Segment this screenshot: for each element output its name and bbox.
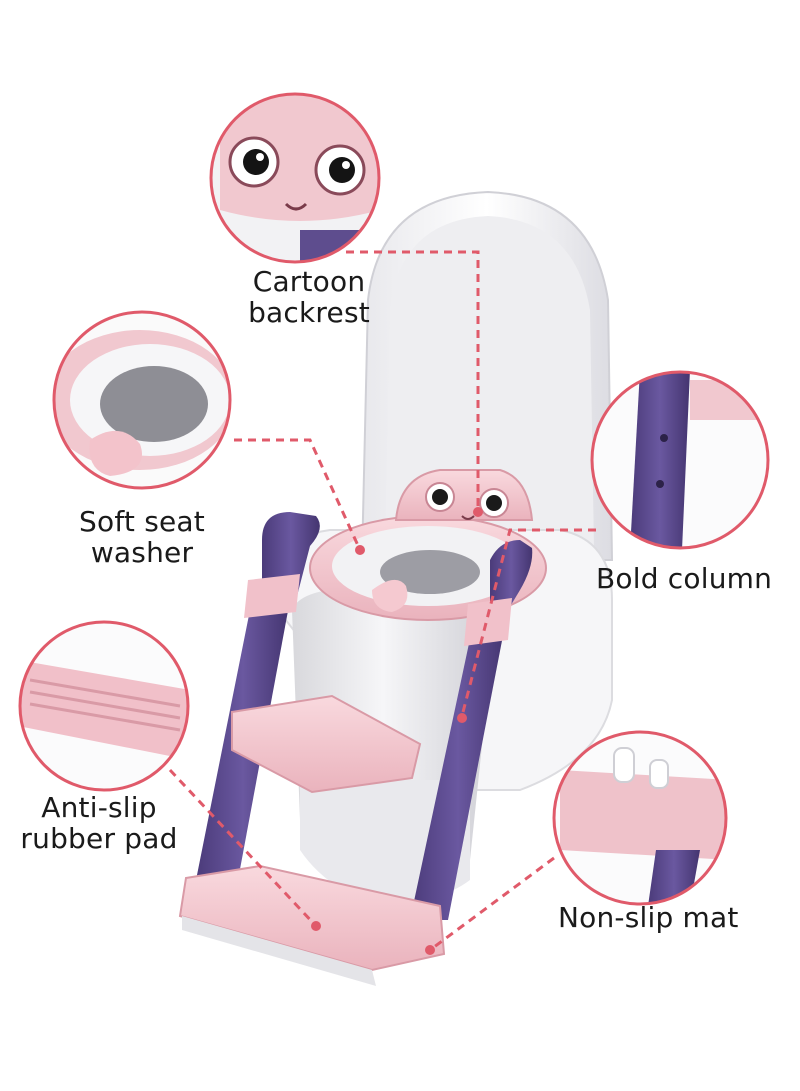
step-ladder [178,512,533,986]
ladder-joint-left [244,574,300,618]
dot-backrest [473,507,483,517]
ladder-rail-right [410,620,506,920]
leader-backrest [346,250,480,510]
seat-hole [380,550,480,594]
detail-circle-washer [52,310,232,490]
callout-dots [311,507,483,955]
label-line: Bold column [596,562,773,595]
leader-mat [429,856,555,952]
label-non-slip-mat: Non-slip mat [558,902,748,933]
label-line: rubber pad [20,822,178,855]
detail-circle-mat [552,730,728,906]
label-line: Non-slip mat [558,901,739,934]
label-line: washer [90,536,194,569]
upper-step [231,694,422,794]
frog-pupil-right [486,495,502,511]
frog-smile [461,515,475,520]
dot-mat [425,945,435,955]
label-line: backrest [248,296,370,329]
label-line: Anti-slip [41,791,157,824]
label-bold-column: Bold column [596,563,782,594]
label-line: Soft seat [79,505,205,538]
dot-washer [355,545,365,555]
dot-column [457,713,467,723]
toilet-lid-inner [385,216,594,550]
label-line: Cartoon [252,265,366,298]
label-cartoon-backrest: Cartoon backrest [236,266,382,328]
detail-circle-backrest [209,92,381,264]
bottom-step-mat [182,916,376,986]
frog-pupil-left [432,489,448,505]
potty-seat [309,469,547,621]
seat-splash-guard [372,579,408,612]
leader-pad [168,768,318,928]
callout-lines [168,250,596,952]
detail-circle-column [590,370,770,550]
dot-pad [311,921,321,931]
ladder-joint-right [464,598,512,646]
leader-washer [234,438,362,551]
label-anti-slip-rubber-pad: Anti-slip rubber pad [14,792,184,854]
leader-column [460,528,596,717]
detail-circle-pad [18,620,190,792]
label-soft-seat-washer: Soft seat washer [62,506,222,568]
